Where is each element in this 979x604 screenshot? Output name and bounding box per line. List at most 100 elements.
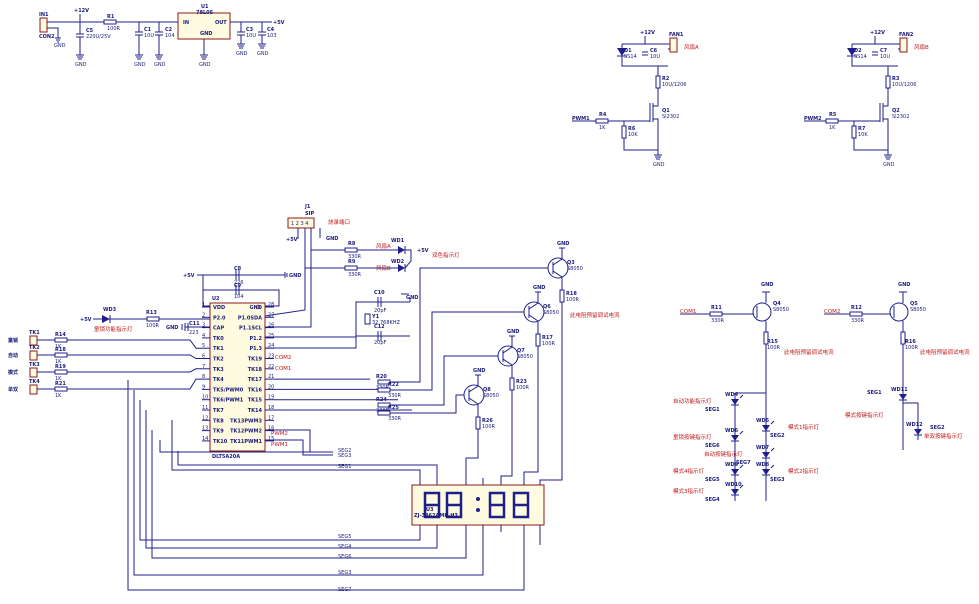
svg-text:R4: R4 — [599, 112, 607, 118]
driver-resistor-ref: R23 — [516, 379, 527, 385]
mcu-left-pin-name: TK10 — [213, 439, 228, 445]
led-ref: WD10 — [725, 482, 742, 488]
seg1-label: SEG1 — [338, 464, 351, 470]
key-label: 单双 — [8, 386, 18, 393]
mcu-right-pin-number: 19 — [268, 395, 274, 401]
driver-emitter-resistor — [535, 333, 541, 347]
display-part: ZJ-3462AMR-H3 — [414, 513, 458, 519]
net-com2: COM2 — [275, 355, 291, 361]
led-ref: WD12 — [906, 422, 923, 428]
driver-resistor-ref: R18 — [566, 291, 577, 297]
led-seg: SEG2 — [930, 425, 945, 431]
svg-text:104: 104 — [234, 294, 244, 300]
mcu-right-pin-number: 17 — [268, 415, 274, 421]
driver-ref: Q6 — [543, 304, 551, 310]
mcu-right-pin-number: 26 — [268, 323, 274, 329]
mcu-right-pin-number: 28 — [268, 302, 274, 308]
r1-resistor — [103, 19, 117, 25]
driver-resistor-ref: R26 — [482, 418, 493, 424]
c5-ref: C5 — [86, 28, 94, 34]
driver-transistor-icon — [523, 301, 545, 323]
base-resistor-ref: R25 — [388, 405, 399, 411]
q4-transistor-icon — [752, 302, 772, 322]
key-resistor-value: 1K — [55, 359, 62, 365]
key-resistor-value: 1K — [55, 344, 62, 350]
svg-text:R8: R8 — [348, 241, 356, 247]
mcu-right-pin-name: P1.1SCL — [239, 326, 263, 332]
svg-text:R11: R11 — [711, 305, 722, 311]
svg-text:C8: C8 — [234, 266, 242, 272]
mcu-left-pin-number: 14 — [202, 436, 208, 442]
svg-text:+5V: +5V — [183, 273, 195, 279]
base-resistors: R20330RR22330RR24330RR25330R — [376, 267, 548, 422]
mcu-left-pin-name: TK3 — [213, 367, 224, 373]
base-resistor-ref: R24 — [376, 397, 387, 403]
key-connector[interactable] — [29, 335, 38, 346]
mcu-left-pin-name: TK8 — [213, 418, 224, 424]
svg-text:FAN2: FAN2 — [899, 32, 914, 38]
svg-text:10K: 10K — [628, 132, 638, 138]
svg-text:+5V: +5V — [80, 317, 92, 323]
seg7-label: SEG7 — [338, 587, 351, 593]
svg-text:C9: C9 — [234, 283, 242, 289]
key-resistor — [54, 337, 68, 343]
led-label: 模式2指示灯 — [788, 467, 819, 475]
q5-transistor-icon — [889, 302, 909, 322]
key-connector[interactable] — [29, 350, 38, 361]
key-connector[interactable] — [29, 384, 38, 395]
svg-text:10U: 10U — [880, 54, 890, 60]
wd3-led-icon — [102, 315, 110, 323]
driver-ref: Q3 — [567, 260, 575, 266]
seg3-label: SEG3 — [338, 453, 351, 459]
power-input-con: CON2 — [39, 34, 55, 40]
power-plus12-label: +12V — [74, 8, 89, 14]
svg-text:10U: 10U — [650, 54, 660, 60]
led-matrix-b: COM2 R12 330R Q5 S8050 GND R16 100R 此电阻预… — [824, 282, 970, 450]
svg-text:GND: GND — [75, 62, 87, 68]
c5-value: 220U/25V — [86, 34, 111, 40]
mcu-right-pin-number: 20 — [268, 384, 274, 390]
svg-text:R6: R6 — [628, 126, 636, 132]
driver-resistor-value: 100R — [566, 297, 580, 303]
led-icon — [731, 489, 739, 495]
svg-text:C11: C11 — [189, 321, 200, 327]
base-resistor-value: 330R — [388, 393, 402, 399]
svg-text:100R: 100R — [767, 345, 781, 351]
led-icon — [731, 469, 739, 475]
svg-text:1 2 3 4: 1 2 3 4 — [291, 221, 309, 227]
mcu-right-pin-name: TK14 — [248, 408, 263, 414]
crystal-y1 — [364, 313, 371, 325]
led-icon — [762, 425, 770, 431]
key-label: 童锁 — [8, 337, 18, 344]
driver-transistor-icon — [497, 345, 519, 367]
svg-text:C12: C12 — [374, 324, 385, 330]
led-ref: WD8 — [756, 462, 770, 468]
svg-text:1K: 1K — [599, 125, 606, 131]
svg-text:J1: J1 — [304, 204, 311, 210]
key-label: 自动 — [8, 352, 18, 359]
driver-gnd: GND — [507, 329, 519, 335]
svg-text:330R: 330R — [348, 272, 362, 278]
svg-text:SI2302: SI2302 — [892, 114, 909, 120]
svg-text:D1: D1 — [624, 48, 632, 54]
svg-text:Q4: Q4 — [773, 301, 781, 307]
led-icon — [731, 399, 739, 405]
key-connector[interactable] — [29, 367, 38, 378]
svg-text:10U/1206: 10U/1206 — [662, 82, 686, 88]
key-ref: TK3 — [29, 362, 40, 368]
led-icon — [762, 452, 770, 458]
driver-emitter-resistor — [509, 377, 515, 391]
svg-text:GND: GND — [326, 236, 338, 242]
svg-text:223: 223 — [189, 330, 199, 336]
led-seg: SEG4 — [705, 497, 720, 503]
fan-a-label: 风扇A — [684, 43, 699, 51]
fan-b-label: 风扇B — [914, 43, 929, 51]
base-resistor — [377, 410, 391, 416]
display-u3: U3 ZJ-3462AMR-H3 — [411, 478, 545, 545]
driver-part: S8050 — [483, 393, 499, 399]
driver-resistor-value: 100R — [542, 341, 556, 347]
